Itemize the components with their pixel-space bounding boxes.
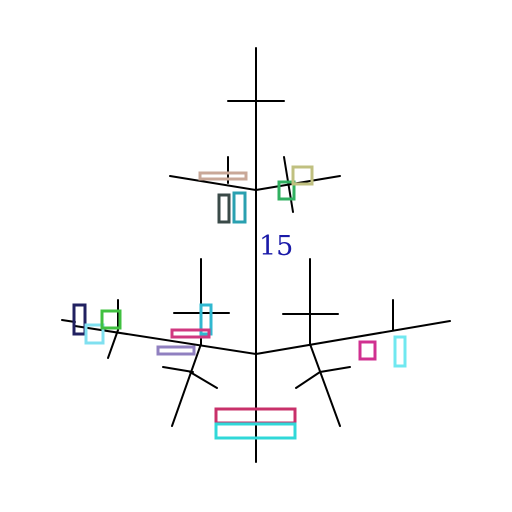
box-pink — [358, 340, 377, 361]
box-magenta — [170, 328, 211, 339]
box-green — [277, 180, 296, 201]
box-turquoise-wide — [214, 422, 297, 440]
box-teal — [232, 191, 247, 224]
left-leg — [171, 343, 202, 427]
box-dark-slate — [217, 193, 231, 224]
skeleton-lines — [61, 47, 451, 463]
right-foot-bar — [319, 366, 351, 373]
box-light-cyan — [84, 323, 105, 345]
upper-arm-left — [169, 175, 257, 191]
box-lavender — [156, 345, 196, 356]
box-navy — [72, 303, 87, 336]
left-foot-diag — [189, 371, 218, 389]
box-aqua — [393, 335, 407, 368]
box-cyan — [199, 303, 213, 336]
highlight-boxes — [72, 165, 407, 440]
box-tan — [198, 171, 248, 181]
right-foot-diag — [295, 371, 321, 389]
lower-arm-left — [74, 325, 257, 355]
lower-arm-right — [255, 320, 451, 355]
box-lime — [100, 309, 122, 330]
upper-right-stub — [283, 156, 294, 213]
number-label: 15 — [259, 231, 293, 262]
box-khaki — [291, 165, 314, 186]
far-left-stub-bottom — [107, 329, 119, 359]
right-leg — [309, 343, 341, 427]
left-foot-bar — [162, 366, 194, 373]
